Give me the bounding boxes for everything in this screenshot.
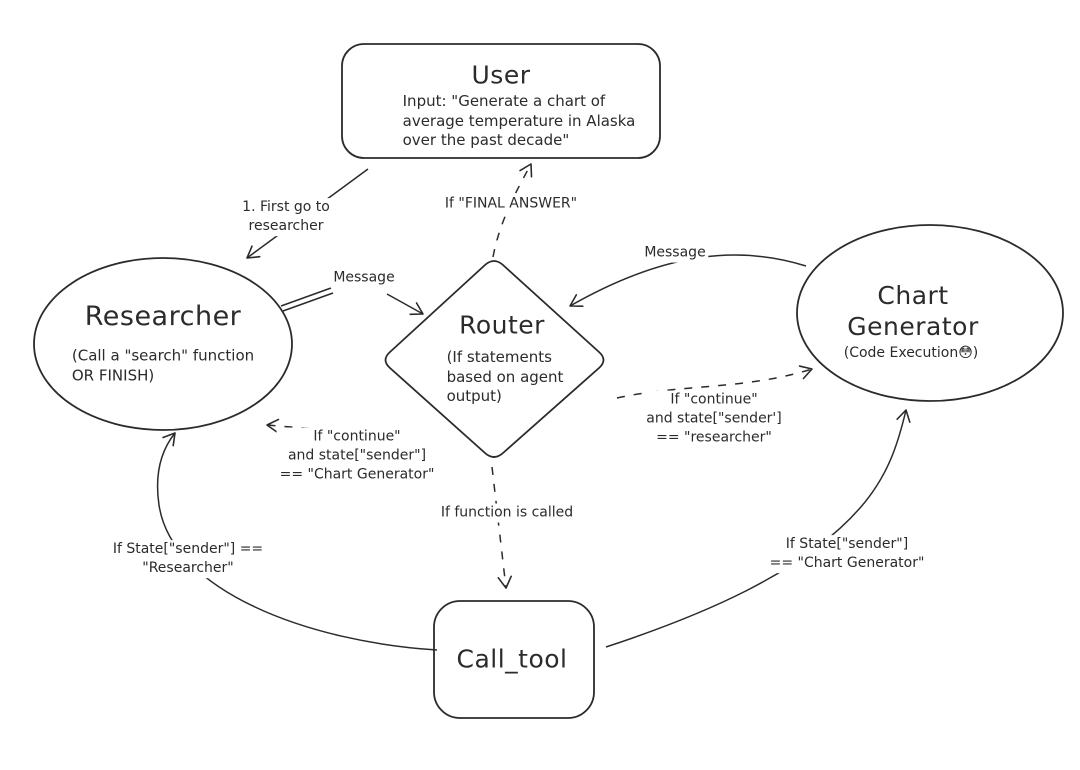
edge-label-continue-sender-researcher: If "continue" and state["sender'] == "re… [643, 390, 785, 448]
user-node-title: User [471, 60, 531, 90]
edge-label-function-is-called: If function is called [437, 503, 577, 523]
chart-generator-node-shape [796, 224, 1064, 402]
router-node-title: Router [459, 310, 545, 340]
router-node-shape [384, 260, 605, 458]
edge-call-tool-to-chart-generator [605, 409, 911, 648]
edge-label-message-chart-generator: Message [641, 243, 709, 263]
edge-router-to-chart-generator [616, 365, 813, 399]
researcher-node-body: (Call a "search" function OR FINISH) [71, 346, 255, 385]
call-tool-node-title: Call_tool [456, 644, 568, 674]
edge-router-to-call-tool [491, 466, 512, 589]
chart-generator-node-title: Chart Generator [847, 280, 979, 341]
edge-label-continue-sender-chart-generator: If "continue" and state["sender"] == "Ch… [276, 427, 438, 485]
user-node-shape [341, 43, 661, 159]
edge-label-state-sender-researcher: If State["sender"] == "Researcher" [109, 540, 267, 578]
chart-generator-node-body: (Code Execution😳) [843, 344, 979, 361]
edge-researcher-to-router-line-1 [280, 287, 332, 307]
edge-label-final-answer: If "FINAL ANSWER" [441, 194, 581, 214]
edge-label-first-go-to-researcher: 1. First go to researcher [239, 198, 333, 236]
edge-researcher-to-router-line-2 [282, 292, 334, 312]
edge-researcher-to-router-arrow [386, 293, 424, 316]
researcher-node-title: Researcher [84, 301, 242, 333]
user-node-body: Input: "Generate a chart of average temp… [402, 91, 636, 149]
edge-label-state-sender-chart-generator: If State["sender"] == "Chart Generator" [766, 535, 928, 573]
edge-label-message-researcher: Message [330, 268, 398, 288]
call-tool-node-shape [433, 600, 595, 719]
router-node-body: (If statements based on agent output) [446, 347, 564, 405]
edge-chart-generator-to-router [569, 254, 807, 307]
researcher-node-shape [33, 257, 293, 431]
